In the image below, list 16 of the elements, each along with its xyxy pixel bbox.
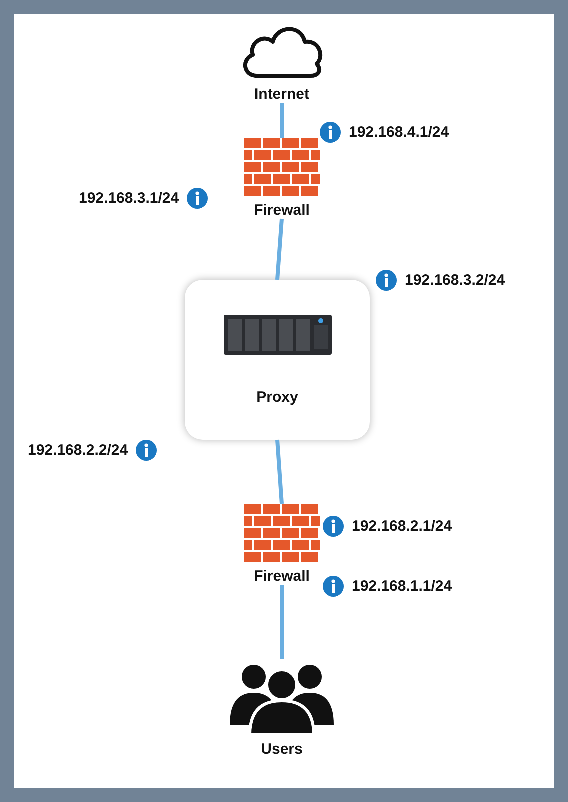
ip-address-label: 192.168.3.2/24 [405,272,506,289]
connector-line [276,440,284,504]
ip-address-label: 192.168.3.1/24 [79,190,180,207]
connector-line [280,103,284,138]
ip-address-label: 192.168.4.1/24 [349,124,450,141]
ip-address-label: 192.168.1.1/24 [352,578,452,595]
ip-address-label: 192.168.2.1/24 [352,518,452,535]
node-label: Firewall [254,202,310,219]
node-label: Firewall [254,568,310,585]
node-label: Users [261,741,303,758]
ip-address-label: 192.168.2.2/24 [28,442,128,459]
connector-line [280,585,284,659]
connector-line [276,218,284,280]
node-label: Proxy [256,388,298,406]
node-label: Internet [254,86,310,103]
proxy-card [185,280,370,440]
